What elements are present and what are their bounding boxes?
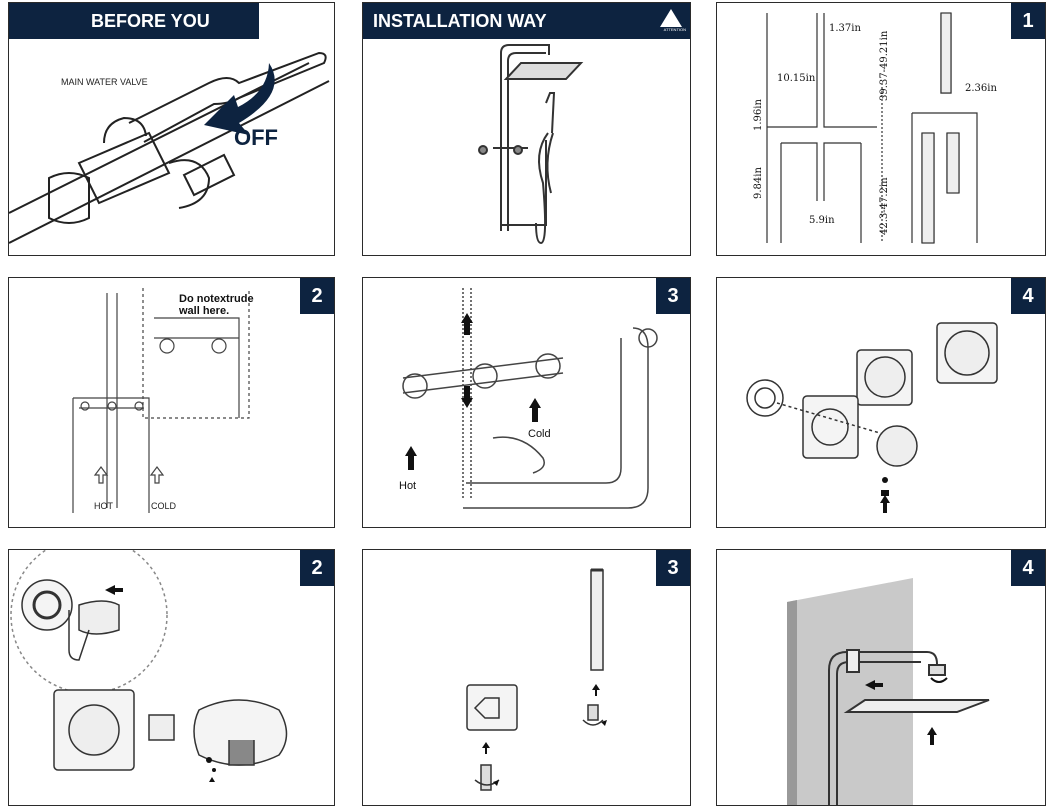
panel-elbow-installation: 2 (8, 549, 335, 806)
panel-title: INSTALLATION WAY (363, 3, 690, 39)
dimension-label: 39.37-49.21in (879, 30, 890, 101)
arrow-icon (204, 63, 275, 135)
dimension-drawing (766, 12, 978, 244)
panel-dimensions: 1 1.37in 10.15in 39.37-49.21in 1.96in 9.… (716, 2, 1046, 256)
dimension-label: 2.36in (965, 83, 997, 94)
panel-before-you-begin: BEFORE YOU BEGIN MAIN WATER VALVE OFF (8, 2, 335, 256)
hot-label: HOT (94, 501, 113, 511)
step-badge: 3 (656, 278, 690, 314)
cold-label: COLD (151, 501, 177, 511)
step-badge: 3 (656, 550, 690, 586)
panel-handheld-installation: 3 (362, 549, 691, 806)
cold-label: Cold (528, 428, 551, 440)
dimension-label: 5.9in (809, 215, 835, 226)
panel-title: BEFORE YOU BEGIN (9, 3, 259, 67)
shower-system-illustration (478, 44, 584, 245)
step-badge: 2 (300, 278, 334, 314)
step-badge: 1 (1011, 3, 1045, 39)
trim-installation-illustration (746, 322, 998, 513)
valve-label: MAIN WATER VALVE (61, 77, 148, 87)
dimension-label: 1.37in (829, 23, 861, 34)
hot-label: Hot (399, 480, 417, 492)
dimension-label: 1.96in (753, 99, 764, 131)
panel-trim-installation: 4 (716, 277, 1046, 528)
wall-rough-in-illustration (72, 288, 250, 513)
panel-valve-installation: 3 Hot Cold (362, 277, 691, 528)
off-label: OFF (234, 125, 278, 150)
elbow-installation-illustration (10, 550, 288, 782)
step-badge: 4 (1011, 550, 1045, 586)
shower-head-installation-illustration (787, 578, 990, 805)
dimension-label: 42.3-47.2in (879, 177, 890, 235)
panel-installation-way: INSTALLATION WAY ATTENTION (362, 2, 691, 256)
panel-wall-rough-in: 2 Do notextrude wall here. HOT COLD (8, 277, 335, 528)
handheld-installation-illustration (466, 568, 607, 791)
attention-label: ATTENTION (663, 27, 686, 32)
dimension-label: 10.15in (777, 73, 816, 84)
valve-illustration (9, 51, 330, 244)
dimension-label: 9.84in (753, 167, 764, 199)
warning-triangle-icon (660, 9, 682, 27)
panel-shower-head-installation: 4 (716, 549, 1046, 806)
step-badge: 4 (1011, 278, 1045, 314)
valve-installation-illustration (402, 288, 658, 509)
warning-label: Do notextrude wall here. (179, 293, 254, 317)
step-badge: 2 (300, 550, 334, 586)
